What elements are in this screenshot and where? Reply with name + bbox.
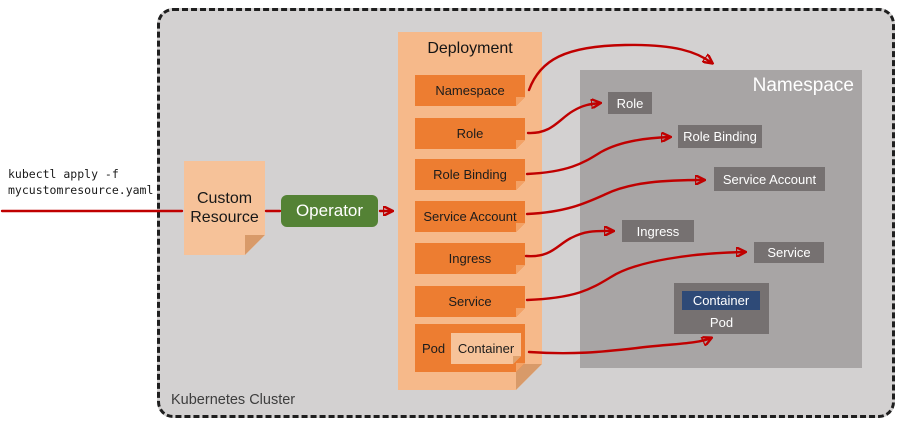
kubernetes-cluster-label: Kubernetes Cluster (171, 392, 296, 408)
kubectl-command-text: kubectl apply -f mycustomresource.yaml (8, 166, 153, 198)
deployment-item-label: Service Account (423, 209, 517, 224)
deployment-item-service: Service (415, 286, 525, 317)
operator-node: Operator (281, 195, 378, 227)
folded-corner (516, 140, 525, 149)
deployment-item-service-account: Service Account (415, 201, 525, 232)
deployment-item-label: Service (448, 294, 492, 309)
folded-corner (516, 181, 525, 190)
namespace-item-role: Role (608, 92, 652, 114)
namespace-item-label: Ingress (636, 223, 680, 239)
folded-corner (516, 363, 525, 372)
deployment-item-label: Ingress (448, 251, 492, 266)
folded-corner (516, 223, 525, 232)
namespace-title: Namespace (752, 75, 854, 96)
deployment-panel: Deployment Namespace Role Role Binding S… (398, 32, 542, 390)
namespace-item-ingress: Ingress (622, 220, 694, 242)
deployment-item-ingress: Ingress (415, 243, 525, 274)
deployment-item-label: Role (456, 126, 484, 141)
deployment-item-label: Namespace (435, 83, 505, 98)
namespace-panel: Namespace Role Role Binding Service Acco… (580, 70, 862, 368)
namespace-item-service: Service (754, 242, 824, 263)
namespace-item-label: Role Binding (683, 129, 757, 144)
deployment-item-role: Role (415, 118, 525, 149)
pod-label: Pod (422, 340, 446, 356)
folded-corner (516, 265, 525, 274)
kubectl-command-line1: kubectl apply -f (8, 167, 119, 181)
namespace-item-role-binding: Role Binding (678, 125, 762, 148)
folded-corner (513, 356, 521, 364)
folded-corner (516, 308, 525, 317)
namespace-item-label: Service Account (722, 171, 817, 187)
namespace-item-label: Role (616, 95, 644, 111)
deployment-item-namespace: Namespace (415, 75, 525, 106)
container-label: Container (457, 341, 515, 356)
folded-corner (516, 97, 525, 106)
namespace-item-service-account: Service Account (714, 167, 825, 191)
operator-label: Operator (295, 201, 364, 220)
deployment-title: Deployment (427, 40, 513, 57)
kubectl-command-line2: mycustomresource.yaml (8, 183, 154, 197)
custom-resource-label: Custom Resource (190, 189, 259, 226)
deployment-pod-container: Container (451, 333, 521, 364)
pod-label: Pod (709, 315, 734, 330)
deployment-item-label: Role Binding (433, 167, 507, 182)
deployment-item-role-binding: Role Binding (415, 159, 525, 190)
namespace-item-label: Service (767, 245, 811, 260)
namespace-item-pod: Container Pod (674, 283, 769, 334)
custom-resource-node: Custom Resource (184, 161, 265, 255)
deployment-item-pod: Pod Container (415, 324, 525, 372)
container-label: Container (692, 293, 750, 308)
namespace-pod-container: Container (682, 291, 760, 310)
